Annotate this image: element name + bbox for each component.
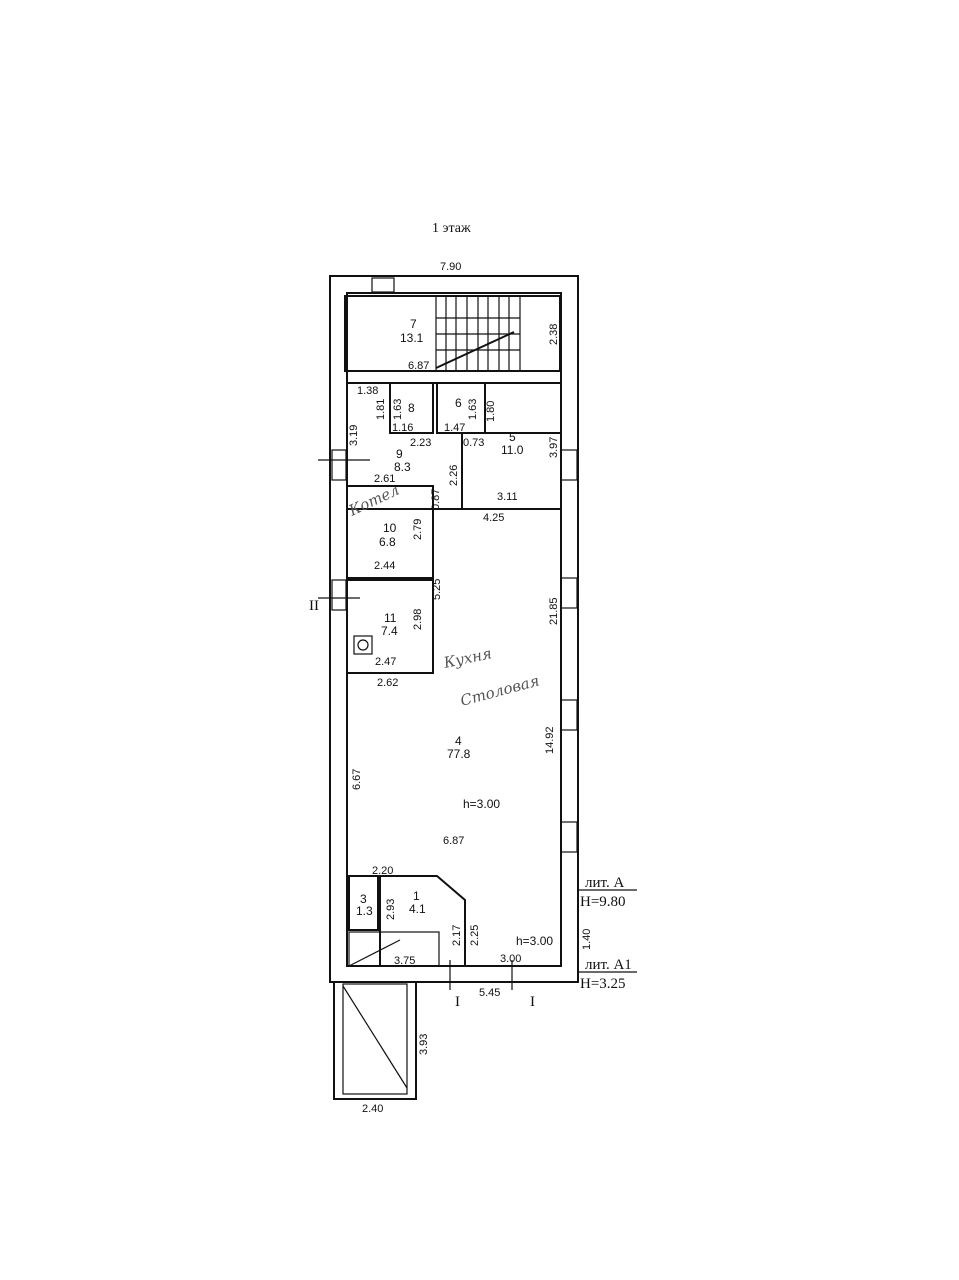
svg-text:5.45: 5.45 bbox=[479, 987, 500, 999]
room-area: 11.0 bbox=[501, 443, 524, 457]
svg-text:0.87: 0.87 bbox=[430, 489, 442, 510]
ceiling-height-entry: h=3.00 bbox=[516, 934, 553, 948]
window bbox=[560, 577, 578, 609]
window bbox=[331, 579, 347, 611]
room-area: 7.4 bbox=[381, 624, 398, 638]
room-10 bbox=[346, 485, 434, 579]
room-number: 8 bbox=[408, 401, 415, 415]
svg-text:2.62: 2.62 bbox=[377, 677, 398, 689]
svg-text:2.44: 2.44 bbox=[374, 560, 395, 572]
svg-text:6.67: 6.67 bbox=[351, 769, 363, 790]
annex-a1 bbox=[333, 981, 417, 1100]
litera-labels: лит. А Н=9.80 лит. А1 Н=3.25 bbox=[578, 875, 637, 992]
svg-text:1.63: 1.63 bbox=[392, 399, 404, 420]
room-area: 1.3 bbox=[356, 904, 373, 918]
window bbox=[560, 449, 578, 481]
svg-text:2.20: 2.20 bbox=[372, 865, 393, 877]
window bbox=[331, 449, 347, 481]
svg-text:7.90: 7.90 bbox=[440, 261, 461, 273]
svg-text:лит. А: лит. А bbox=[585, 875, 624, 891]
svg-text:II: II bbox=[309, 598, 319, 614]
room-area: 6.8 bbox=[379, 535, 396, 549]
svg-text:1.40: 1.40 bbox=[581, 929, 593, 950]
room-number: 11 bbox=[384, 611, 397, 625]
handwritten-dining-note: Столовая bbox=[458, 672, 541, 710]
svg-text:4.25: 4.25 bbox=[483, 512, 504, 524]
room-area: 4.1 bbox=[409, 902, 426, 916]
svg-text:2.61: 2.61 bbox=[374, 473, 395, 485]
svg-text:1.81: 1.81 bbox=[375, 399, 387, 420]
outer-wall bbox=[329, 275, 579, 983]
svg-text:2.17: 2.17 bbox=[451, 925, 463, 946]
staircase-entry bbox=[348, 931, 440, 967]
room-number: 3 bbox=[360, 892, 367, 906]
room-1 bbox=[379, 875, 466, 967]
section-marks: II I I bbox=[309, 459, 535, 1010]
svg-text:1.63: 1.63 bbox=[467, 399, 479, 420]
svg-text:14.92: 14.92 bbox=[544, 726, 556, 754]
svg-text:1.16: 1.16 bbox=[392, 422, 413, 434]
window bbox=[371, 277, 395, 293]
svg-text:2.23: 2.23 bbox=[410, 437, 431, 449]
room-number: 6 bbox=[455, 396, 462, 410]
room-number: 4 bbox=[455, 734, 462, 748]
svg-text:3.97: 3.97 bbox=[548, 437, 560, 458]
room-8 bbox=[389, 382, 434, 434]
svg-text:5.25: 5.25 bbox=[431, 579, 443, 600]
svg-text:I: I bbox=[455, 994, 460, 1010]
svg-text:3.93: 3.93 bbox=[418, 1034, 430, 1055]
window bbox=[560, 821, 578, 853]
svg-text:1.80: 1.80 bbox=[485, 401, 497, 422]
svg-text:3.11: 3.11 bbox=[497, 491, 518, 503]
svg-text:21.85: 21.85 bbox=[548, 597, 560, 625]
svg-text:6.87: 6.87 bbox=[443, 835, 464, 847]
room-area: 8.3 bbox=[394, 460, 411, 474]
window bbox=[560, 699, 578, 731]
room-number: 7 bbox=[410, 317, 417, 331]
staircase-top bbox=[435, 296, 521, 371]
svg-text:I: I bbox=[530, 994, 535, 1010]
svg-text:6.87: 6.87 bbox=[408, 360, 429, 372]
svg-text:2.38: 2.38 bbox=[548, 324, 560, 345]
svg-text:3.19: 3.19 bbox=[348, 425, 360, 446]
svg-text:2.93: 2.93 bbox=[385, 899, 397, 920]
dimension-labels: 7.90 2.38 6.87 1.38 1.81 1.63 1.16 1.63 … bbox=[348, 261, 593, 1115]
room-3 bbox=[348, 875, 379, 931]
svg-text:2.40: 2.40 bbox=[362, 1103, 383, 1115]
floor-title: 1 этаж bbox=[432, 221, 471, 236]
room-number: 1 bbox=[413, 889, 420, 903]
svg-text:Н=3.25: Н=3.25 bbox=[580, 976, 626, 992]
svg-text:Н=9.80: Н=9.80 bbox=[580, 894, 626, 910]
svg-text:2.47: 2.47 bbox=[375, 656, 396, 668]
svg-text:лит. А1: лит. А1 bbox=[585, 957, 632, 973]
room-labels: 713.1 8 6 98.3 511.0 106.8 117.4 477.8 3… bbox=[356, 317, 524, 918]
handwritten-kitchen-note: Кухня bbox=[441, 644, 493, 672]
svg-text:0.73: 0.73 bbox=[463, 437, 484, 449]
svg-text:2.26: 2.26 bbox=[448, 465, 460, 486]
room-area: 77.8 bbox=[447, 747, 471, 761]
svg-text:2.79: 2.79 bbox=[412, 519, 424, 540]
room-7 bbox=[344, 295, 561, 372]
ceiling-height: h=3.00 bbox=[463, 797, 500, 811]
room-number: 5 bbox=[509, 430, 516, 444]
room-area: 13.1 bbox=[400, 331, 424, 345]
room-number: 9 bbox=[396, 447, 403, 461]
room-11 bbox=[346, 579, 434, 674]
boiler-icon bbox=[353, 635, 373, 655]
svg-text:3.75: 3.75 bbox=[394, 955, 415, 967]
svg-text:1.47: 1.47 bbox=[444, 422, 465, 434]
svg-text:1.38: 1.38 bbox=[357, 385, 378, 397]
room-number: 10 bbox=[383, 521, 397, 535]
svg-text:2.98: 2.98 bbox=[412, 609, 424, 630]
svg-text:2.25: 2.25 bbox=[469, 925, 481, 946]
svg-text:3.00: 3.00 bbox=[500, 953, 521, 965]
